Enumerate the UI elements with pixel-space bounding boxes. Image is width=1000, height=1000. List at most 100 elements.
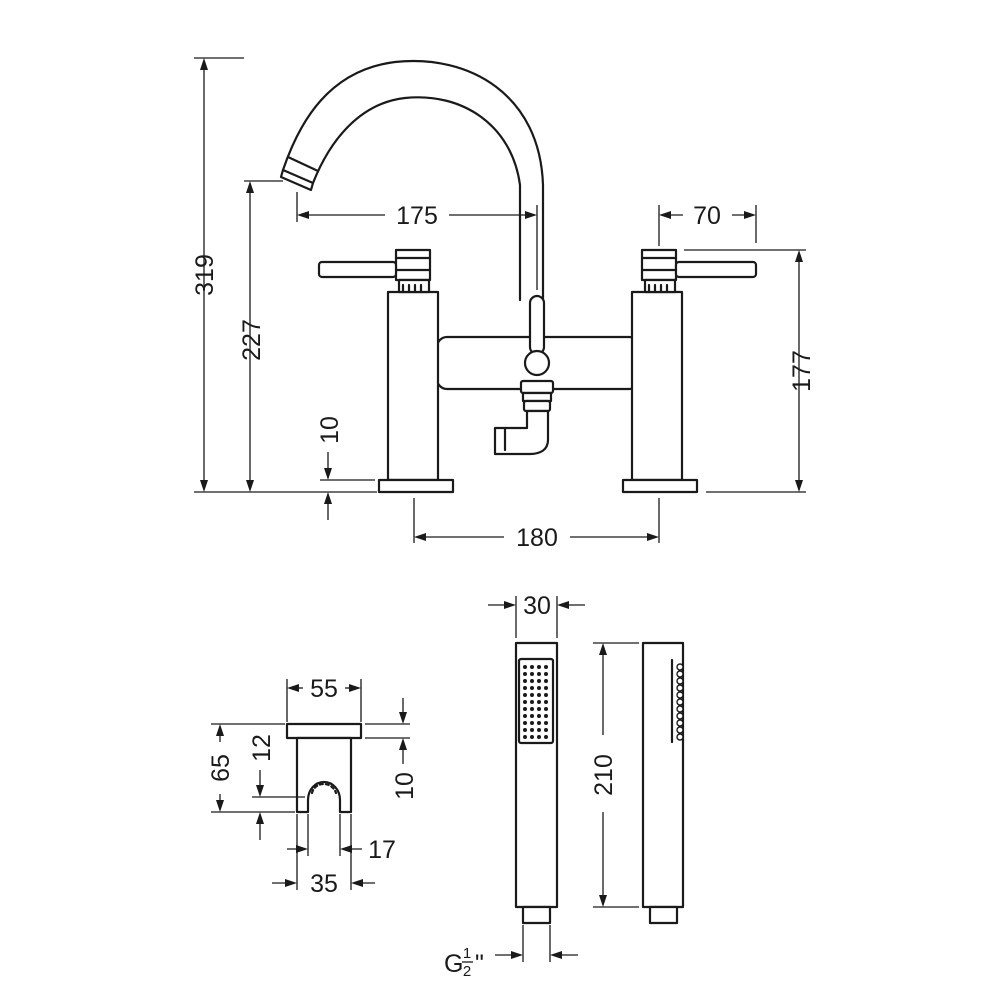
spray-nozzle (523, 700, 527, 704)
handset-connector (521, 905, 552, 925)
side-nozzle (676, 733, 684, 741)
spout-aerator (279, 168, 315, 192)
spray-nozzles (523, 665, 548, 739)
side-nozzle (676, 726, 684, 734)
spray-nozzle (523, 728, 527, 732)
spray-nozzle (537, 693, 541, 697)
spray-nozzle (523, 707, 527, 711)
spray-nozzle (537, 721, 541, 725)
shower-handset: 30 210 G 1 2 " (444, 592, 685, 980)
label-180: 180 (516, 524, 558, 552)
spray-nozzle (544, 721, 548, 725)
label-227: 227 (238, 319, 266, 361)
side-nozzle (676, 719, 684, 727)
spray-nozzle (537, 679, 541, 683)
side-nozzle (676, 698, 684, 706)
spray-nozzle (544, 672, 548, 676)
label-thread-unit: " (475, 950, 484, 978)
label-thread-num: 1 (463, 945, 471, 962)
diverter-knob (523, 349, 551, 377)
label-10-bracket: 10 (391, 772, 419, 800)
label-319: 319 (191, 254, 219, 296)
spray-nozzle (530, 686, 534, 690)
label-65: 65 (207, 754, 235, 782)
right-valve (621, 248, 758, 494)
label-210: 210 (590, 754, 618, 796)
spray-nozzle (537, 735, 541, 739)
spray-nozzle (523, 679, 527, 683)
side-nozzle (676, 663, 684, 671)
mixer-front-view: 319 227 10 175 (191, 57, 816, 552)
left-valve (317, 248, 455, 494)
spray-nozzle (523, 714, 527, 718)
label-177: 177 (788, 350, 816, 392)
dim-centres: 180 (413, 498, 660, 552)
spray-nozzle (537, 665, 541, 669)
label-70: 70 (693, 202, 721, 230)
diverter-lever (528, 294, 546, 356)
spout-outer (281, 59, 545, 302)
dim-bracket-top: 10 (365, 698, 419, 800)
spray-nozzle (544, 735, 548, 739)
dim-spout-height: 227 (238, 180, 283, 492)
spray-nozzle (530, 700, 534, 704)
spray-nozzle (523, 693, 527, 697)
wall-bracket: 55 65 12 10 (207, 675, 419, 898)
dim-thread: G 1 2 " (444, 925, 578, 980)
side-nozzle (676, 705, 684, 713)
side-nozzle (676, 712, 684, 720)
label-10-deck: 10 (316, 416, 344, 444)
spray-nozzle (544, 665, 548, 669)
dim-spout-reach: 175 (296, 192, 538, 290)
spray-nozzle (537, 686, 541, 690)
spout-aerator-ring (286, 155, 320, 173)
spray-nozzle (530, 679, 534, 683)
side-nozzles (676, 663, 684, 741)
label-17: 17 (368, 836, 396, 864)
dim-bracket-slot: 17 (287, 814, 396, 864)
spray-nozzle (530, 707, 534, 711)
label-35: 35 (310, 870, 338, 898)
spray-nozzle (530, 672, 534, 676)
side-nozzle (676, 691, 684, 699)
side-nozzle (676, 677, 684, 685)
dim-bracket-plate: 12 (248, 734, 305, 840)
spout-inner (311, 96, 522, 302)
spray-nozzle (537, 672, 541, 676)
side-nozzle (676, 684, 684, 692)
side-nozzle (676, 670, 684, 678)
dim-bracket-height: 65 (207, 723, 295, 813)
spray-nozzle (530, 728, 534, 732)
dim-overall-height: 319 (191, 57, 377, 493)
label-175: 175 (396, 202, 438, 230)
spray-nozzle (530, 721, 534, 725)
spray-nozzle (544, 686, 548, 690)
spray-nozzle (537, 714, 541, 718)
dim-valve-height: 177 (684, 249, 816, 493)
spray-nozzle (523, 665, 527, 669)
spray-nozzle (523, 735, 527, 739)
spray-nozzle (523, 721, 527, 725)
spray-nozzle (523, 686, 527, 690)
dim-bracket-width: 55 (286, 675, 362, 722)
spray-nozzle (537, 707, 541, 711)
spray-nozzle (544, 679, 548, 683)
spray-nozzle (530, 735, 534, 739)
spray-nozzle (530, 665, 534, 669)
dim-bracket-base: 35 (272, 814, 375, 898)
label-thread-den: 2 (463, 963, 471, 980)
spray-nozzle (530, 693, 534, 697)
hose-outlet (493, 379, 555, 456)
spray-nozzle (544, 700, 548, 704)
spray-nozzle (523, 672, 527, 676)
label-12: 12 (248, 734, 276, 762)
spray-nozzle (544, 728, 548, 732)
spray-nozzle (537, 728, 541, 732)
spray-nozzle (544, 707, 548, 711)
dim-handset-width: 30 (488, 592, 585, 638)
spray-nozzle (530, 714, 534, 718)
label-30: 30 (523, 592, 551, 620)
spray-nozzle (537, 700, 541, 704)
handset-side-connector (648, 905, 679, 925)
